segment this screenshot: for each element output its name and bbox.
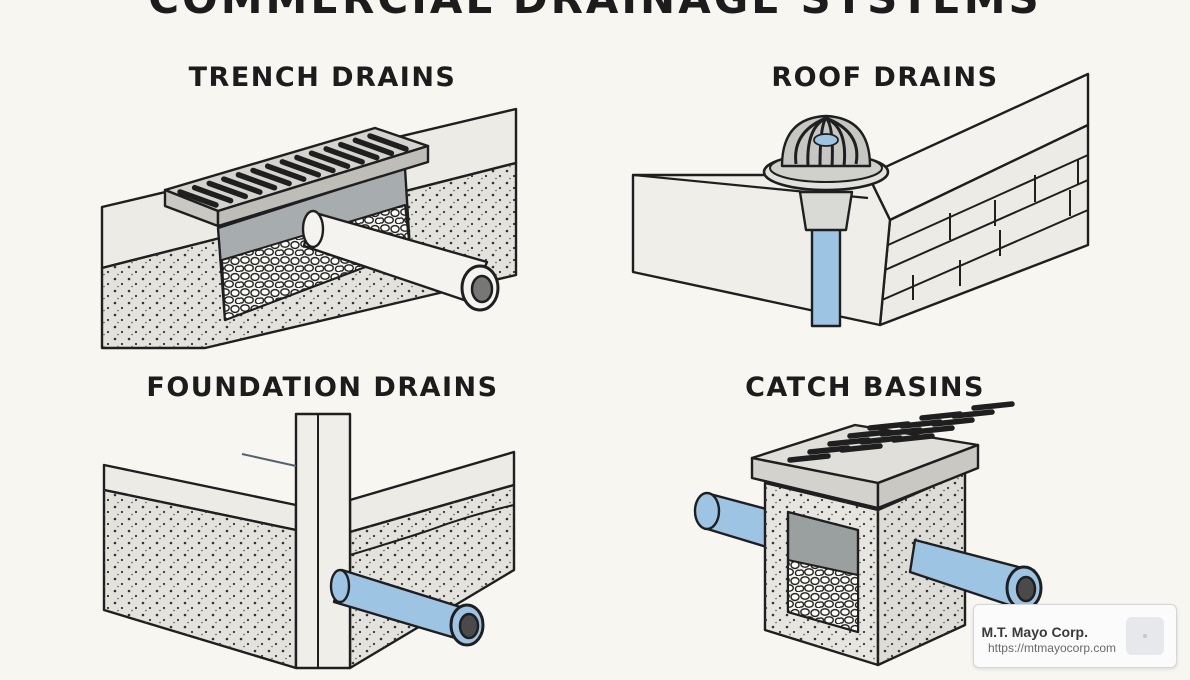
label-roof-drains: ROOF DRAINS xyxy=(771,62,999,93)
trench-drain-illustration xyxy=(100,107,518,350)
roof-drain-illustration xyxy=(631,72,1090,328)
label-foundation-drains: FOUNDATION DRAINS xyxy=(146,372,499,403)
watermark-url[interactable]: https://mtmayocorp.com xyxy=(987,641,1116,655)
watermark-name: M.T. Mayo Corp. xyxy=(981,624,1088,640)
catch-basin-illustration xyxy=(693,401,1043,667)
foundation-drain-illustration xyxy=(102,412,516,670)
link-icon xyxy=(1126,617,1164,655)
label-catch-basins: CATCH BASINS xyxy=(745,372,985,403)
label-trench-drains: TRENCH DRAINS xyxy=(188,62,457,93)
page-title: COMMERCIAL DRAINAGE SYSTEMS xyxy=(0,0,1190,20)
source-watermark[interactable]: M.T. Mayo Corp. https://mtmayocorp.com xyxy=(973,604,1177,668)
